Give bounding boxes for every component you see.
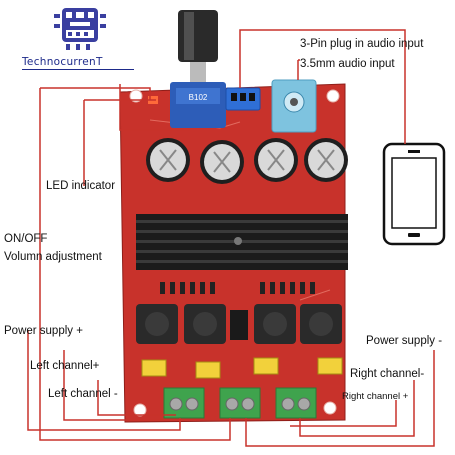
small-components [160,282,315,294]
brand-underline [22,69,134,70]
screw-terminals [163,387,317,419]
label-on-off: ON/OFF [4,233,48,245]
logo-icon [54,8,106,50]
label-3-5mm-input: 3.5mm audio input [300,58,395,70]
brand-name: TechnocurrenT [22,56,103,68]
capacitors [146,138,348,184]
label-led-indicator: LED indicator [46,180,116,192]
label-3pin-plug: 3-Pin plug in audio input [300,38,424,50]
smartphone-icon [382,142,446,246]
pot-marking: B102 [189,93,208,102]
label-power-minus: Power supply - [366,335,443,347]
label-right-channel-plus: Right channel + [342,391,409,402]
label-left-channel-minus: Left channel - [48,388,118,400]
label-volume-adjustment: Volumn adjustment [4,251,102,263]
label-left-channel-plus: Left channel+ [30,360,100,372]
volume-knob [170,10,226,128]
inductors [136,304,342,344]
heatsink [136,214,348,270]
label-power-plus: Power supply + [4,325,83,337]
film-capacitors [141,357,343,379]
audio-jack [271,79,317,133]
label-right-channel-minus: Right channel- [350,368,425,380]
leader-lines [27,29,435,447]
